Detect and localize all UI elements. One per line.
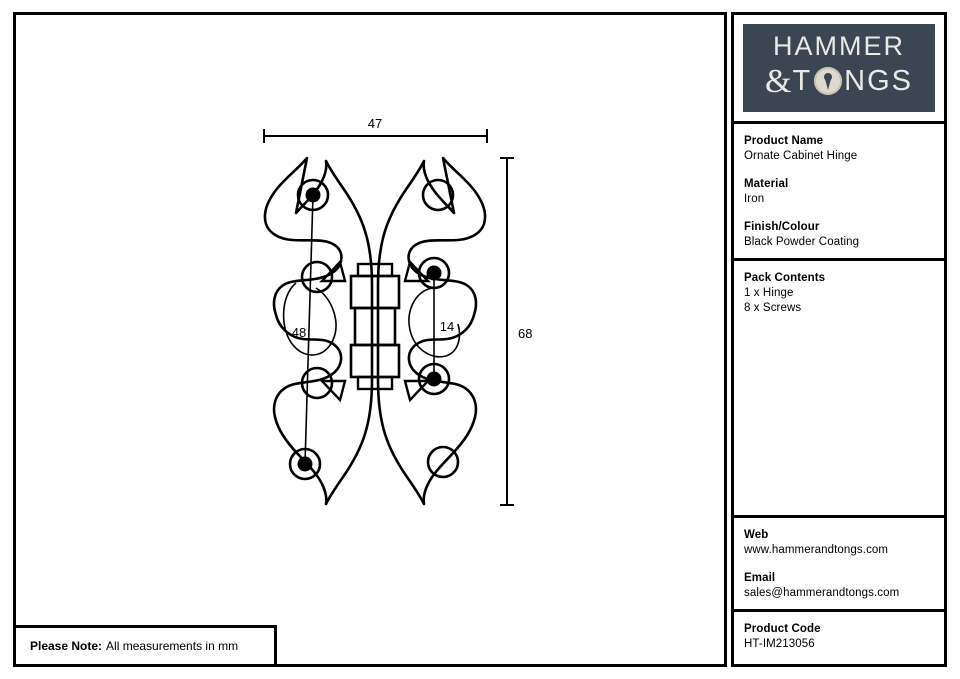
screw-hole-left-lower-middle [300, 366, 334, 400]
dimension-leaf-left-48: 48 [282, 194, 337, 465]
logo-brand-line2: & T NGS [743, 63, 935, 100]
dimension-height-68: 68 [500, 157, 532, 506]
web-label: Web [744, 529, 769, 541]
finish-value: Black Powder Coating [744, 236, 860, 248]
field-web: Web www.hammerandtongs.com [744, 528, 934, 558]
dimension-label-leaf-right: 14 [440, 319, 454, 334]
dimension-label-leaf-left: 48 [292, 325, 306, 340]
drawing-panel [13, 12, 727, 667]
pack-contents-line-2: 8 x Screws [744, 302, 802, 314]
pack-contents-section: Pack Contents 1 x Hinge 8 x Screws [734, 258, 944, 473]
info-panel: HAMMER & T NGS Product Name Ornate Cabin… [731, 12, 947, 667]
product-details-section: Product Name Ornate Cabinet Hinge Materi… [734, 121, 944, 258]
field-finish: Finish/Colour Black Powder Coating [744, 220, 934, 250]
please-note-box: Please Note: All measurements in mm [13, 625, 277, 667]
logo-brand-line1: HAMMER [773, 31, 905, 61]
logo-box: HAMMER & T NGS [743, 24, 935, 112]
screw-hole-left-middle [300, 260, 334, 294]
brand-logo: HAMMER & T NGS [734, 15, 944, 121]
ampersand-glyph: & [764, 63, 792, 100]
pack-contents-line-1: 1 x Hinge [744, 287, 794, 299]
hinge-left-leaf [263, 156, 374, 506]
dimension-label-width: 47 [368, 116, 382, 131]
please-note-label: Please Note: [30, 639, 103, 653]
email-label: Email [744, 572, 776, 584]
hinge-barrel [319, 259, 431, 403]
logo-brand-line2-post: NGS [844, 65, 913, 97]
product-code-section: Product Code HT-IM213056 [734, 609, 944, 664]
contact-section: Web www.hammerandtongs.com Email sales@h… [734, 515, 944, 609]
dimension-width-47: 47 [263, 116, 488, 143]
product-name-label: Product Name [744, 135, 824, 147]
screw-hole-right-bottom [426, 445, 460, 479]
field-material: Material Iron [744, 177, 934, 207]
hinge-right-leaf [376, 156, 487, 506]
email-value[interactable]: sales@hammerandtongs.com [744, 587, 900, 599]
logo-brand-line2-pre: T [792, 65, 813, 97]
web-value[interactable]: www.hammerandtongs.com [744, 544, 889, 556]
dimension-leaf-right-14: 14 [408, 273, 461, 379]
field-email: Email sales@hammerandtongs.com [744, 571, 934, 601]
info-spacer [734, 473, 944, 515]
product-name-value: Ornate Cabinet Hinge [744, 150, 858, 162]
screw-hole-right-top [421, 178, 455, 212]
product-code-label: Product Code [744, 623, 821, 635]
keyhole-icon [814, 67, 843, 95]
finish-label: Finish/Colour [744, 221, 820, 233]
pack-contents-label: Pack Contents [744, 272, 826, 284]
field-product-name: Product Name Ornate Cabinet Hinge [744, 134, 934, 164]
dimension-label-height: 68 [518, 326, 532, 341]
material-label: Material [744, 178, 789, 190]
please-note-text: All measurements in mm [106, 639, 239, 653]
product-code-value: HT-IM213056 [744, 638, 815, 650]
material-value: Iron [744, 193, 765, 205]
